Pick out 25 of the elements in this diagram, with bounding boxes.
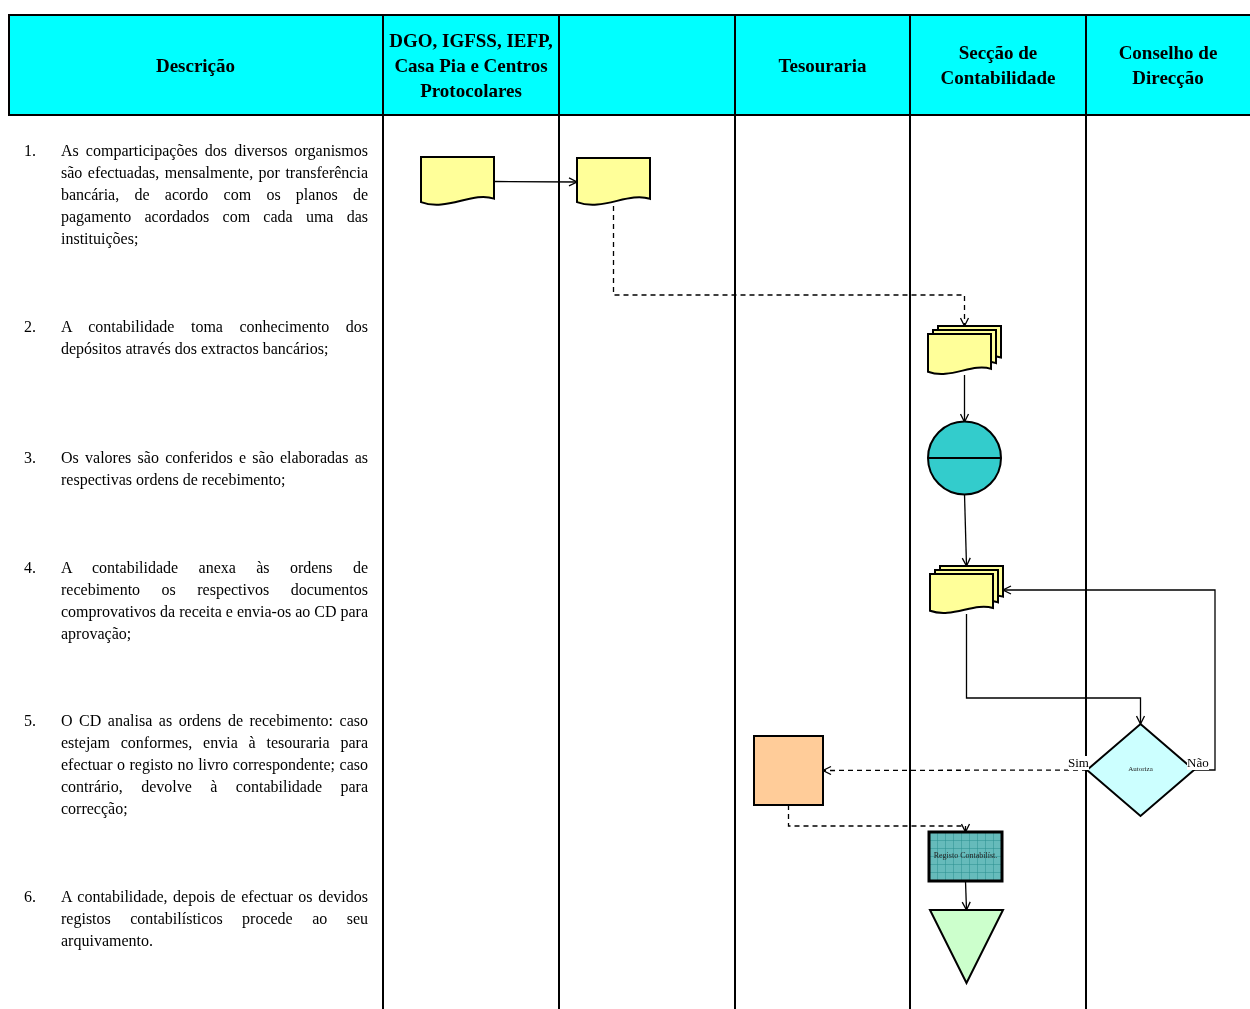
arrow (612, 205, 970, 327)
column-header: Conselho de Direcção (1117, 41, 1219, 90)
arrow (787, 804, 971, 833)
node-label: Registo Contabilíst. (933, 852, 998, 861)
edge-label: Sim (1068, 756, 1089, 770)
step-description: O CD analisa as ordens de recebimento: caso estejam conformes, envia à tesouraria para efectuar o registo no livro correspondente; caso contrário, devolve à contabilidade para correcção; (61, 711, 368, 820)
step-number: 1. (24, 141, 36, 161)
step-description: A contabilidade anexa às ordens de recebimento os respectivos documentos comprovativos da receita e envia-os ao CD para aprovação; (61, 558, 368, 645)
step-number: 4. (24, 558, 36, 578)
arrow (959, 374, 970, 423)
step-number: 2. (24, 317, 36, 337)
step-number: 5. (24, 711, 36, 731)
step-description: A contabilidade, depois de efectuar os devidos registos contabilísticos procede ao seu arquivamento. (61, 887, 368, 952)
column-header: Tesouraria (777, 53, 868, 78)
edge-label: Não (1187, 756, 1209, 770)
step-number: 3. (24, 448, 36, 468)
step-description: A contabilidade toma conhecimento dos depósitos através dos extractos bancários; (61, 317, 368, 360)
arrow (961, 493, 971, 567)
column-header: Descrição (154, 53, 237, 78)
column-header: DGO, IGFSS, IEFP, Casa Pia e Centros Protocolares (388, 28, 554, 103)
step-description: Os valores são conferidos e são elaboradas as respectivas ordens de recebimento; (61, 448, 368, 491)
arrow (965, 613, 1146, 725)
column-header: Secção de Contabilidade (939, 41, 1057, 90)
step-description: As comparticipações dos diversos organismos são efectuadas, mensalmente, por transferência bancária, de acordo com os planos de pagamento acordados com cada uma das instituições; (61, 141, 368, 250)
step-number: 6. (24, 887, 36, 907)
